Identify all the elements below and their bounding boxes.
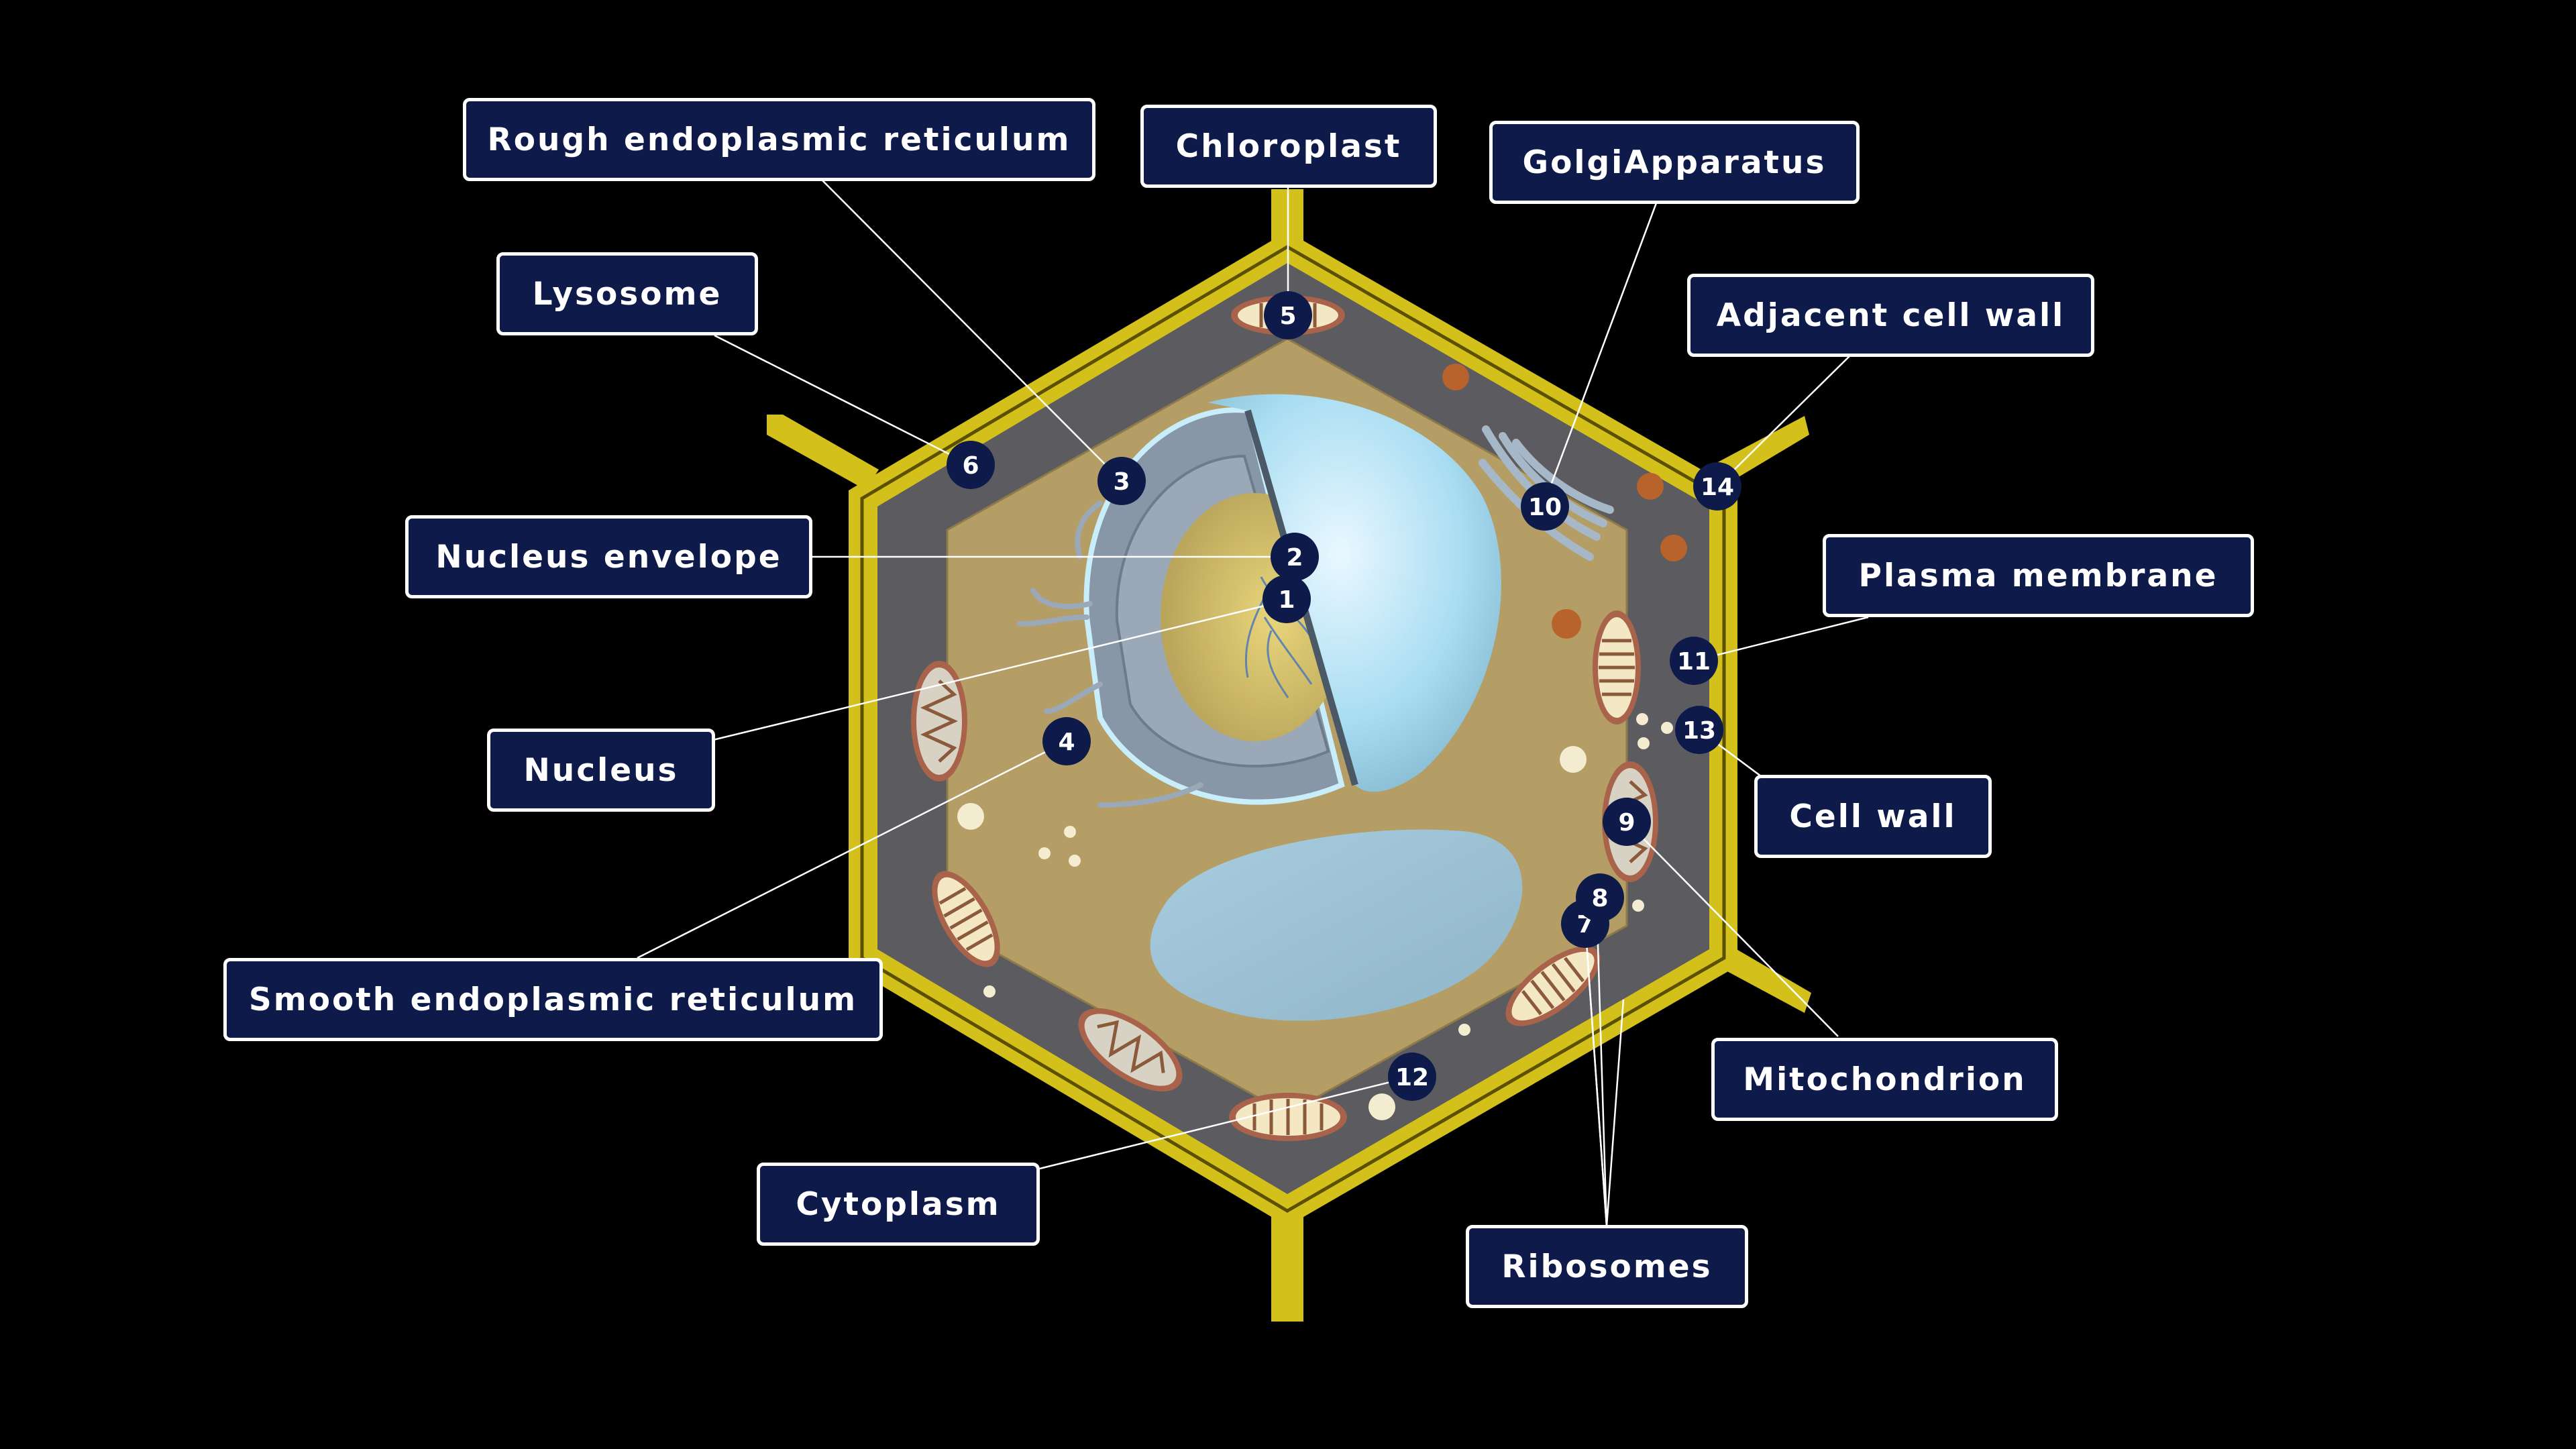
label-smooth-er: Smooth endoplasmic reticulum [223,958,883,1041]
marker-12-circle [1388,1053,1436,1101]
marker-1-circle [1263,575,1311,623]
ribosomes-and-vesicles [957,713,1673,1120]
marker-10-circle [1521,482,1569,531]
marker-3-circle [1097,457,1146,505]
marker-12-number: 12 [1395,1064,1429,1091]
marker-11-circle [1670,637,1718,685]
marker-6-circle [947,441,995,489]
marker-5-number: 5 [1279,303,1296,330]
label-rough-er: Rough endoplasmic reticulum [463,98,1095,181]
marker-5-circle [1264,291,1312,339]
marker-1-number: 1 [1278,586,1295,614]
marker-6-number: 6 [962,452,979,480]
label-lysosome: Lysosome [496,252,758,335]
marker-4-circle [1042,717,1091,765]
lysosomes [1442,364,1687,639]
marker-9-circle [1603,798,1651,846]
marker-11-number: 11 [1677,648,1711,676]
marker-13-number: 13 [1682,717,1716,745]
label-adjacent-cell-wall: Adjacent cell wall [1687,274,2094,357]
label-cell-wall: Cell wall [1754,775,1992,858]
marker-8-circle [1576,873,1624,922]
marker-4-number: 4 [1058,729,1075,756]
marker-3-number: 3 [1113,468,1130,496]
label-cytoplasm: Cytoplasm [757,1163,1040,1246]
label-ribosomes: Ribosomes [1466,1225,1748,1308]
marker-10-number: 10 [1528,494,1562,521]
mitochondria [911,661,1658,1092]
label-nucleus: Nucleus [487,729,715,812]
marker-14-number: 14 [1701,474,1734,501]
label-mitochondrion: Mitochondrion [1711,1038,2058,1121]
vacuole [1150,829,1523,1021]
marker-2-circle [1271,533,1319,581]
chloroplasts [932,295,1641,1141]
marker-9-number: 9 [1618,809,1635,837]
marker-14-circle [1693,462,1741,511]
er-tubules [1017,500,1203,808]
marker-8-number: 8 [1591,885,1608,912]
label-nucleus-envelope: Nucleus envelope [405,515,812,598]
label-chloroplast: Chloroplast [1140,105,1437,188]
label-golgi-apparatus: GolgiApparatus [1489,121,1860,204]
marker-2-number: 2 [1286,544,1303,572]
marker-13-circle [1675,706,1723,754]
label-plasma-membrane: Plasma membrane [1823,534,2254,617]
